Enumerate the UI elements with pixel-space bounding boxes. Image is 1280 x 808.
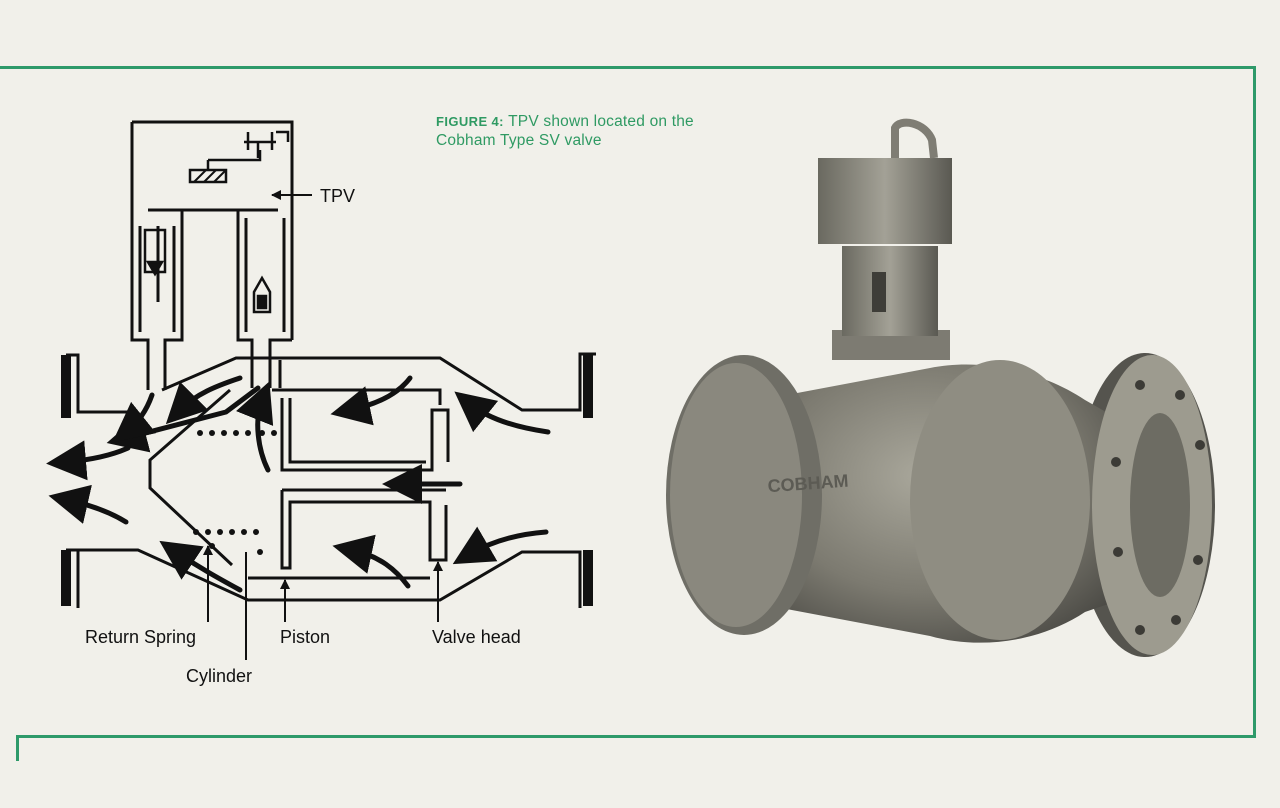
figure-label: FIGURE 4: [436,114,504,129]
return-spring-dots [193,430,277,555]
frame-top-line [0,66,1256,69]
actuator-slot [872,272,886,312]
body-bulge [910,360,1090,640]
actuator-head [818,158,952,244]
left-flange-face [670,363,802,627]
tpv-internals [143,130,290,314]
frame-right-line [1253,66,1256,738]
actuator-neck [842,246,938,336]
label-cylinder: Cylinder [186,666,253,686]
caption-line-2: Cobham Type SV valve [436,132,602,149]
actuator-cable [891,118,938,159]
right-flange-bore [1130,413,1190,597]
frame-left-tick [16,735,19,761]
label-piston: Piston [280,627,331,647]
piston-assembly [280,398,450,570]
label-return-spring: Return Spring [85,627,197,647]
label-valve-head: Valve head [432,627,521,647]
flow-arrows [46,375,551,593]
label-leaders [203,545,443,660]
tpv-housing [130,120,294,390]
label-tpv: TPV [320,186,356,206]
flange-bolts [1111,380,1205,635]
frame-bottom-line [16,735,1256,738]
figure-caption: FIGURE 4: TPV shown located on the Cobha… [436,112,796,150]
caption-line-1: TPV shown located on the [503,113,694,130]
